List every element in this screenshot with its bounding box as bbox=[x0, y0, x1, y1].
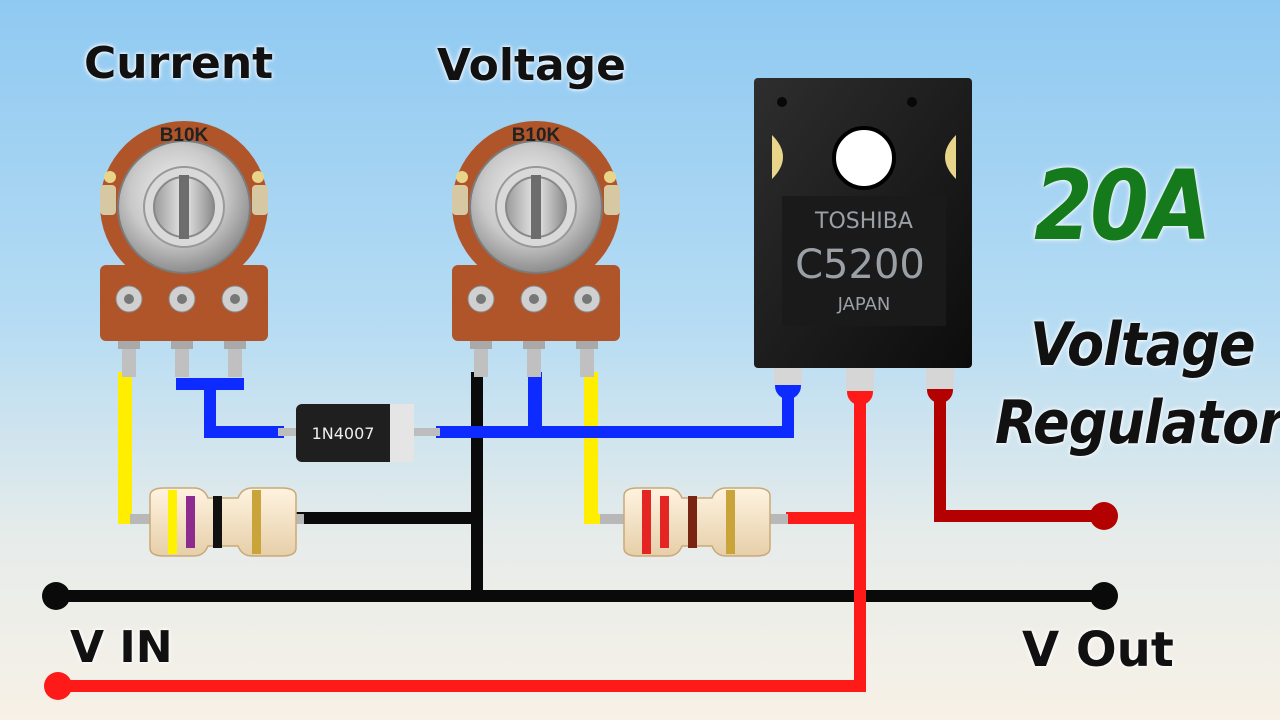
resistor-voltage bbox=[600, 487, 788, 557]
blue-wire-base bbox=[782, 386, 794, 438]
potentiometer-voltage: B10K bbox=[452, 121, 620, 377]
current-label: Current bbox=[84, 38, 274, 89]
potentiometer-current: B10K bbox=[100, 121, 268, 377]
blue-wire-from-diode bbox=[436, 426, 794, 438]
vin-label: V IN bbox=[70, 622, 173, 673]
transistor-part: C5200 bbox=[795, 242, 925, 288]
blue-wire-to-diode bbox=[204, 426, 284, 438]
rating-label: 20A bbox=[1034, 150, 1212, 262]
darkred-wire-emitter bbox=[934, 390, 946, 522]
yellow-wire-current bbox=[118, 372, 132, 524]
voltage-label: Voltage bbox=[437, 40, 627, 91]
black-wire-resistor bbox=[296, 512, 476, 524]
red-wire-vin-bottom bbox=[58, 680, 866, 692]
title-line1: Voltage bbox=[1030, 310, 1256, 380]
transistor-origin: JAPAN bbox=[837, 294, 891, 315]
transistor-brand: TOSHIBA bbox=[814, 209, 913, 234]
vout-terminal-black bbox=[1090, 582, 1118, 610]
blue-wire-drop bbox=[204, 384, 216, 438]
red-wire-collector bbox=[854, 392, 866, 690]
diode-marking: 1N4007 bbox=[312, 424, 375, 443]
vin-terminal-red bbox=[44, 672, 72, 700]
vout-terminal-red bbox=[1090, 502, 1118, 530]
blue-wire-wiper bbox=[528, 372, 542, 428]
diode-1n4007: 1N4007 bbox=[278, 404, 440, 462]
title-line2: Regulator bbox=[995, 388, 1280, 458]
black-wire-vertical bbox=[471, 372, 483, 600]
transistor-c5200: TOSHIBA C5200 JAPAN bbox=[754, 78, 972, 391]
vin-rail bbox=[56, 590, 1104, 602]
pot-voltage-marking: B10K bbox=[512, 125, 561, 146]
darkred-wire-out bbox=[934, 510, 1104, 522]
yellow-wire-voltage bbox=[584, 372, 598, 524]
pot-current-marking: B10K bbox=[160, 125, 209, 146]
resistor-current bbox=[130, 487, 304, 557]
vin-terminal-black bbox=[42, 582, 70, 610]
vout-label: V Out bbox=[1022, 622, 1174, 678]
red-wire-resistor bbox=[786, 512, 860, 524]
wires bbox=[56, 372, 1104, 692]
